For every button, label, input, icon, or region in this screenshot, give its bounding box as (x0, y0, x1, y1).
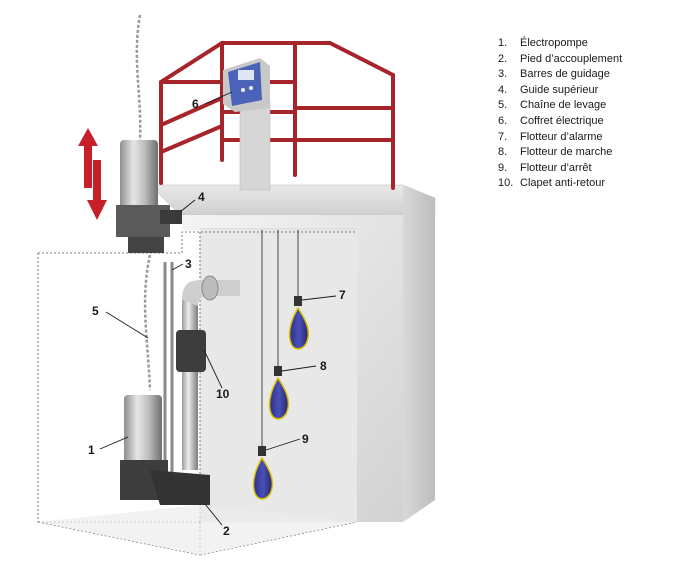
legend-item-label: Flotteur de marche (520, 146, 613, 159)
legend-item-number: 6. (498, 114, 508, 127)
lifting-chain-upper (135, 14, 142, 141)
control-box-post (239, 99, 271, 191)
callout-stop-float: 9 (302, 432, 309, 446)
red-railing (159, 41, 395, 190)
callout-guide-rails: 3 (185, 257, 192, 271)
legend-item: 7. Flotteur d’alarme (498, 130, 688, 146)
legend-item-label: Barres de guidage (520, 68, 610, 81)
legend-item-label: Pied d’accouplement (520, 52, 623, 65)
callout-control-box: 6 (192, 97, 199, 111)
legend-item-label: Guide supérieur (520, 83, 599, 96)
control-box (223, 58, 270, 112)
legend-item: 2. Pied d’accouplement (498, 52, 688, 68)
float-cables (261, 230, 299, 450)
legend-item-number: 3. (498, 68, 508, 81)
legend-item-label: Coffret électrique (520, 114, 604, 127)
legend-item-number: 1. (498, 37, 508, 49)
callout-leaders (99, 91, 337, 526)
stop-float (252, 446, 274, 500)
legend-item: 9. Flotteur d’arrêt (498, 161, 688, 177)
legend-item: 10. Clapet anti-retour (498, 176, 688, 192)
discharge-pipe (176, 275, 240, 470)
well-floor (38, 505, 357, 555)
callout-lifting-chain: 5 (92, 304, 99, 318)
legend-item-number: 8. (498, 146, 508, 159)
legend-item-number: 9. (498, 161, 508, 174)
lift-direction-arrow (78, 128, 107, 220)
legend-item: 6. Coffret électrique (498, 114, 688, 130)
lifting-chain-lower (143, 254, 152, 391)
legend-item-number: 5. (498, 99, 508, 112)
legend-item: 3. Barres de guidage (498, 67, 688, 83)
callout-coupling-foot: 2 (223, 524, 230, 538)
callout-start-float: 8 (320, 359, 327, 373)
legend-item-number: 10. (498, 177, 514, 190)
guide-rails (163, 262, 174, 490)
legend-item-number: 7. (498, 130, 508, 143)
legend-item: 8. Flotteur de marche (498, 145, 688, 161)
start-float (268, 366, 290, 420)
legend-item-label: Chaîne de levage (520, 99, 607, 112)
callout-pump: 1 (88, 443, 95, 457)
legend-item-label: Clapet anti-retour (520, 177, 605, 190)
legend-item-label: Flotteur d’alarme (520, 130, 603, 143)
legend-item-label: Flotteur d’arrêt (520, 161, 592, 174)
callout-upper-guide: 4 (198, 190, 205, 204)
component-legend: 1. Électropompe 2. Pied d’accouplement 3. B… (498, 36, 688, 192)
legend-item: 5. Chaîne de levage (498, 98, 688, 114)
legend-item-label: Électropompe (520, 37, 588, 49)
submerged-pump (120, 395, 210, 505)
legend-item-number: 2. (498, 52, 508, 65)
alarm-float (288, 296, 310, 350)
callout-check-valve: 10 (216, 387, 230, 401)
concrete-side-face (403, 185, 435, 522)
upper-guide-bracket (160, 210, 182, 224)
legend-item-number: 4. (498, 83, 508, 96)
callout-alarm-float: 7 (339, 288, 346, 302)
concrete-back-wall (182, 215, 403, 522)
legend-item: 4. Guide supérieur (498, 83, 688, 99)
legend-item: 1. Électropompe (498, 36, 688, 52)
